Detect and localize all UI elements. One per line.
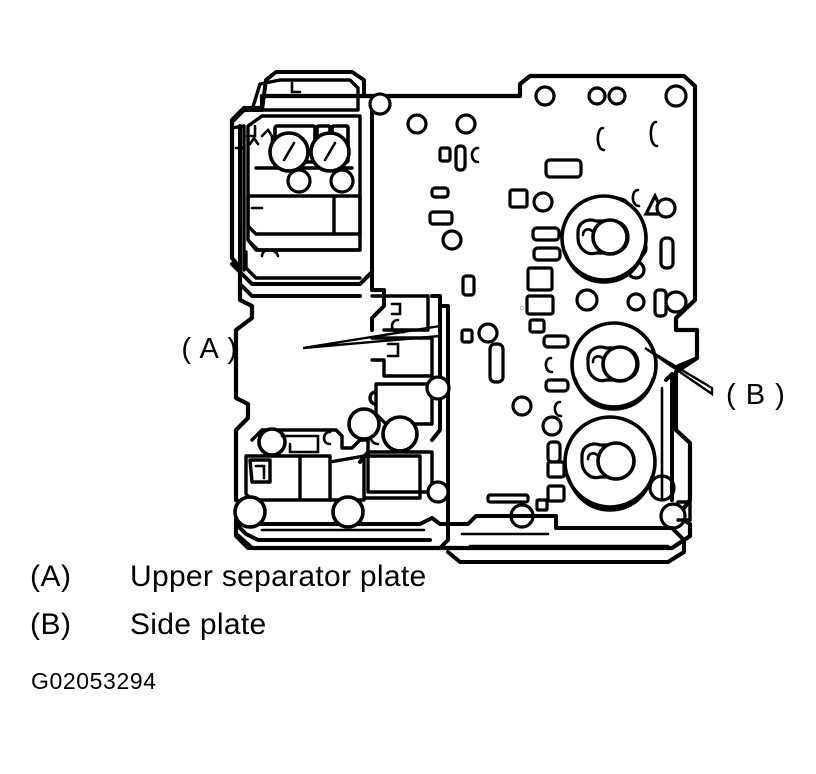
- separator-plate-holes: [368, 84, 688, 530]
- callout-b-leader: [644, 346, 714, 397]
- adjustment-screw-1: [268, 131, 310, 173]
- legend-row-a: (A) Upper separator plate: [30, 560, 790, 594]
- legend-text-a: Upper separator plate: [130, 560, 427, 593]
- figure-code: G02053294: [31, 668, 157, 694]
- pan-rail: [234, 514, 686, 564]
- callout-b-marker: ( B ): [726, 379, 786, 411]
- accumulator-piston-top: [560, 194, 648, 284]
- adjustment-screw-2: [309, 131, 351, 173]
- solenoid-housing: [233, 407, 450, 542]
- upper-valve-cover: [230, 70, 374, 298]
- legend-key-a: (A): [30, 560, 72, 593]
- side-plate: [660, 328, 699, 522]
- legend-row-b: (B) Side plate: [30, 608, 790, 642]
- callout-a-leader: [302, 324, 442, 350]
- legend-text-b: Side plate: [130, 608, 267, 641]
- valve-body-diagram: .ol{fill:#fff;stroke:#000;stroke-width:4…: [181, 70, 786, 564]
- legend-key-b: (B): [30, 608, 72, 641]
- accumulator-piston-middle: [570, 321, 658, 411]
- accumulator-piston-bottom: [563, 415, 657, 512]
- callout-a-marker: ( A ): [181, 333, 238, 365]
